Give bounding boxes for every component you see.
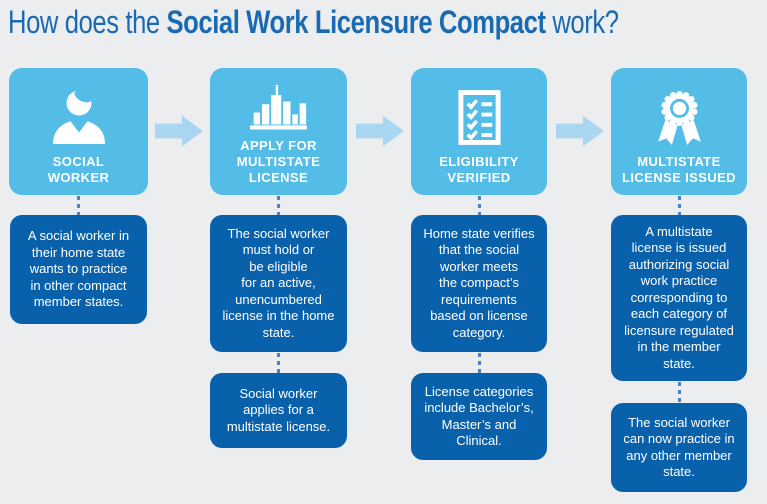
- dotted-connector: [277, 353, 280, 373]
- title-suffix: work?: [545, 4, 619, 40]
- detail-box-apply-2: Social worker applies for a multistate l…: [210, 373, 347, 448]
- step-label-issued: MULTISTATE LICENSE ISSUED: [622, 154, 736, 185]
- detail-box-issued-1: A multistate license is issued authorizi…: [611, 215, 747, 381]
- step-box-eligibility-verified: ELIGIBILITY VERIFIED: [411, 68, 547, 195]
- arrow-right-icon: [155, 115, 203, 147]
- step-label-apply: APPLY FOR MULTISTATE LICENSE: [236, 138, 321, 185]
- award-ribbon-icon: [651, 87, 708, 146]
- dotted-connector: [478, 353, 481, 373]
- step-box-apply-for-multistate-license: APPLY FOR MULTISTATE LICENSE: [210, 68, 347, 195]
- dotted-connector: [77, 196, 80, 215]
- detail-box-social-worker: A social worker in their home state want…: [10, 215, 147, 324]
- page-title: How does the Social Work Licensure Compa…: [8, 4, 619, 41]
- city-skyline-icon: [249, 84, 308, 130]
- dotted-connector: [478, 196, 481, 215]
- dotted-connector: [678, 382, 681, 403]
- checklist-icon: [457, 89, 502, 146]
- title-emphasis: Social Work Licensure Compact: [166, 4, 546, 40]
- detail-box-eligibility-1: Home state verifies that the social work…: [411, 215, 547, 352]
- arrow-right-icon: [556, 115, 604, 147]
- step-label-eligibility: ELIGIBILITY VERIFIED: [439, 154, 519, 185]
- title-prefix: How does the: [8, 4, 167, 40]
- dotted-connector: [277, 196, 280, 215]
- detail-box-apply-1: The social worker must hold or be eligib…: [210, 215, 347, 352]
- person-icon: [49, 86, 109, 146]
- step-box-social-worker: SOCIAL WORKER: [9, 68, 148, 195]
- arrow-right-icon: [356, 115, 404, 147]
- step-box-multistate-license-issued: MULTISTATE LICENSE ISSUED: [611, 68, 747, 195]
- detail-box-eligibility-2: License categories include Bachelor’s, M…: [411, 373, 547, 460]
- detail-box-issued-2: The social worker can now practice in an…: [611, 403, 747, 492]
- dotted-connector: [678, 196, 681, 215]
- step-label-social-worker: SOCIAL WORKER: [47, 154, 110, 185]
